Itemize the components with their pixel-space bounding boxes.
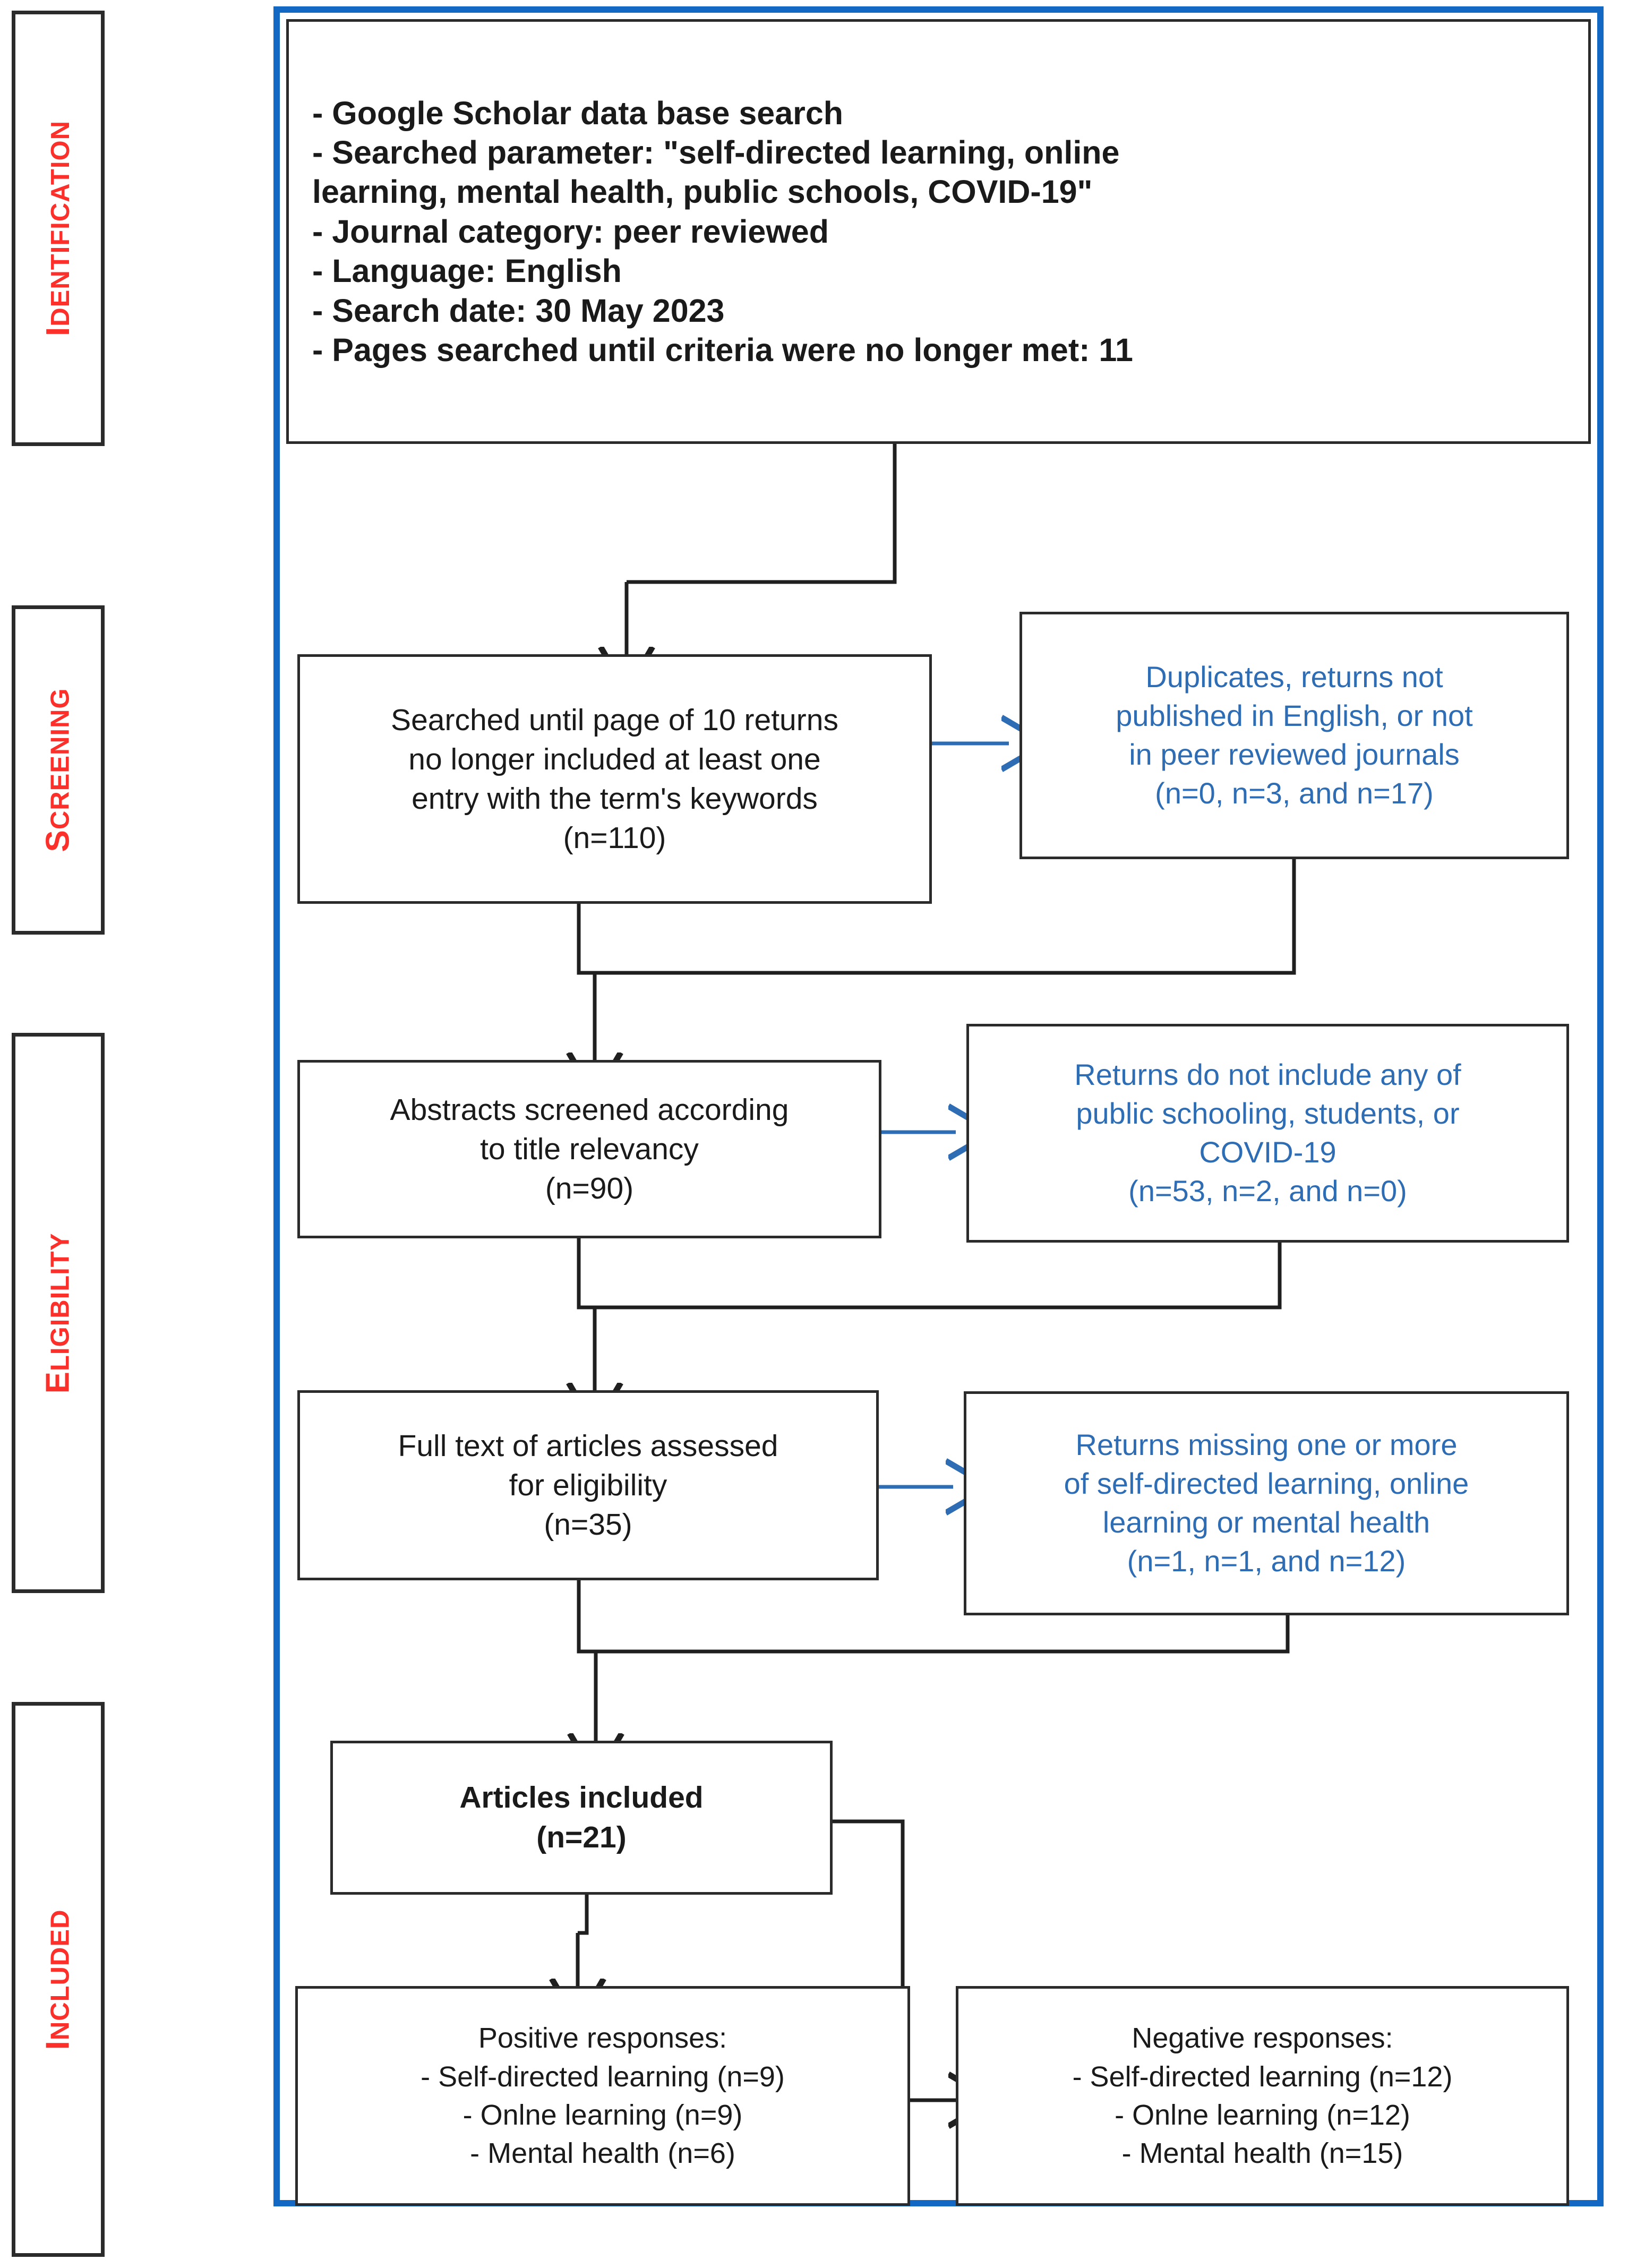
abstracts-screened-line: to title relevancy	[480, 1132, 699, 1166]
stage-label-screening-cap: S	[39, 829, 76, 852]
screening-exclusions-box: Duplicates, returns not published in Eng…	[1019, 612, 1569, 859]
articles-included-line: Articles included	[459, 1780, 704, 1815]
records-retrieved-line: Searched until page of 10 returns	[391, 703, 838, 737]
screening-exclusion-line: (n=0, n=3, and n=17)	[1155, 776, 1434, 810]
identification-bullet: - Language: English	[312, 253, 622, 289]
identification-bullet: - Search date: 30 May 2023	[312, 292, 725, 329]
negative-response-line: Negative responses:	[1132, 2022, 1393, 2055]
fulltext-exclusion-line: learning or mental health	[1102, 1505, 1430, 1539]
stage-label-screening-rest: CREENING	[46, 688, 75, 830]
abstracts-exclusions-box: Returns do not include any of public sch…	[966, 1024, 1569, 1243]
fulltext-exclusion-line: (n=1, n=1, and n=12)	[1127, 1544, 1406, 1578]
fulltext-assessed-line: for eligibility	[509, 1468, 667, 1502]
stage-label-eligibility-cap: E	[39, 1371, 76, 1393]
abstracts-screened-line: (n=90)	[545, 1171, 634, 1206]
records-retrieved-line: no longer included at least one	[408, 742, 821, 776]
negative-response-line: - Self-directed learning (n=12)	[1072, 2060, 1453, 2093]
abstracts-exclusion-line: public schooling, students, or	[1076, 1097, 1460, 1131]
positive-response-line: - Mental health (n=6)	[470, 2137, 735, 2170]
records-retrieved-line: (n=110)	[563, 821, 666, 855]
abstracts-screened-box: Abstracts screened according to title re…	[297, 1060, 881, 1238]
abstracts-exclusion-line: COVID-19	[1199, 1135, 1336, 1169]
fulltext-exclusions-box: Returns missing one or more of self-dire…	[964, 1391, 1569, 1615]
articles-included-box: Articles included (n=21)	[330, 1741, 833, 1895]
fulltext-assessed-line: (n=35)	[544, 1508, 632, 1542]
stage-label-eligibility-rest: LIGIBILITY	[46, 1233, 75, 1371]
negative-response-line: - Mental health (n=15)	[1121, 2137, 1403, 2170]
fulltext-exclusion-line: of self-directed learning, online	[1064, 1467, 1469, 1501]
stage-label-screening: SCREENING	[12, 605, 105, 935]
stage-label-identification-cap: I	[39, 326, 76, 336]
records-retrieved-box: Searched until page of 10 returns no lon…	[297, 654, 932, 904]
abstracts-exclusion-line: Returns do not include any of	[1074, 1058, 1461, 1092]
identification-criteria-box: - Google Scholar data base search - Sear…	[286, 19, 1591, 444]
negative-response-line: - Onlne learning (n=12)	[1115, 2099, 1410, 2131]
records-retrieved-line: entry with the term's keywords	[412, 782, 818, 816]
negative-responses-box: Negative responses: - Self-directed lear…	[956, 1986, 1569, 2206]
screening-exclusion-line: published in English, or not	[1116, 699, 1473, 733]
stage-label-identification: IDENTIFICATION	[12, 11, 105, 446]
identification-bullet: - Pages searched until criteria were no …	[312, 332, 1133, 369]
positive-response-line: Positive responses:	[478, 2022, 727, 2055]
identification-bullet: - Google Scholar data base search	[312, 95, 844, 131]
abstracts-exclusion-line: (n=53, n=2, and n=0)	[1128, 1174, 1407, 1208]
fulltext-assessed-line: Full text of articles assessed	[398, 1428, 778, 1463]
articles-included-line: (n=21)	[536, 1820, 627, 1854]
fulltext-assessed-box: Full text of articles assessed for eligi…	[297, 1390, 879, 1580]
stage-label-included-rest: NCLUDED	[46, 1909, 75, 2040]
screening-exclusion-line: in peer reviewed journals	[1129, 738, 1460, 771]
screening-exclusion-line: Duplicates, returns not	[1145, 660, 1443, 694]
identification-bullet: - Searched parameter: "self-directed lea…	[312, 134, 1120, 170]
positive-response-line: - Onlne learning (n=9)	[462, 2099, 743, 2131]
positive-responses-box: Positive responses: - Self-directed lear…	[295, 1986, 910, 2206]
abstracts-screened-line: Abstracts screened according	[390, 1092, 789, 1127]
identification-bullet: learning, mental health, public schools,…	[312, 174, 1093, 210]
stage-label-included-cap: I	[39, 2040, 76, 2050]
stage-label-identification-rest: DENTIFICATION	[46, 121, 75, 327]
identification-bullet: - Journal category: peer reviewed	[312, 213, 829, 250]
fulltext-exclusion-line: Returns missing one or more	[1075, 1428, 1458, 1462]
stage-label-eligibility: ELIGIBILITY	[12, 1033, 105, 1593]
positive-response-line: - Self-directed learning (n=9)	[421, 2060, 785, 2093]
stage-label-included: INCLUDED	[12, 1702, 105, 2257]
